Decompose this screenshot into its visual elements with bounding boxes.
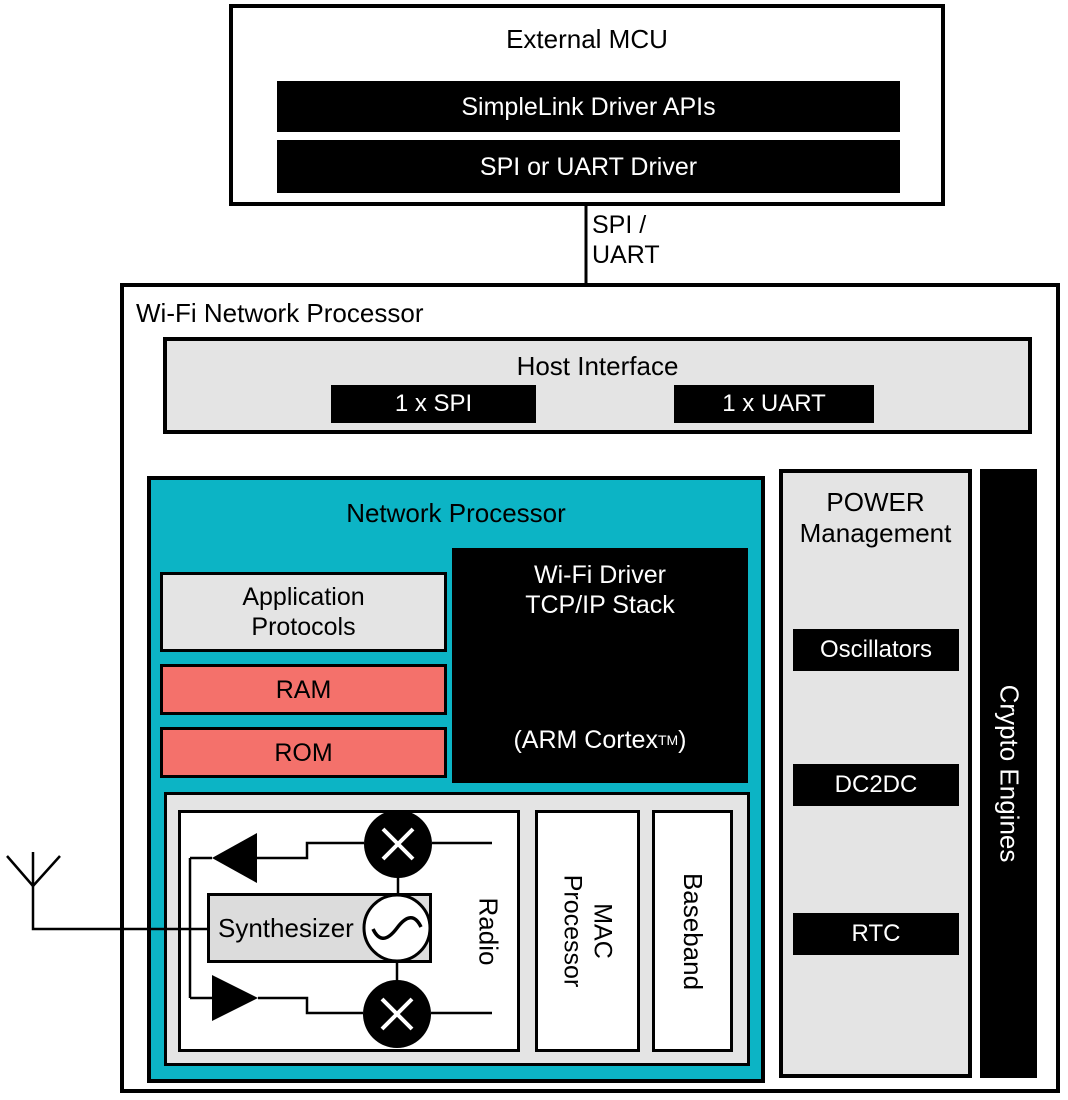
crypto-engines-bar: Crypto Engines bbox=[980, 469, 1037, 1078]
application-protocols-box: Application Protocols bbox=[160, 572, 447, 652]
external-mcu-title: External MCU bbox=[506, 24, 668, 54]
network-processor-title: Network Processor bbox=[346, 498, 566, 528]
wifi-driver-title: Wi-Fi Driver TCP/IP Stack bbox=[452, 560, 748, 620]
host-interface-title: Host Interface bbox=[516, 351, 679, 381]
application-protocols-line2: Protocols bbox=[251, 613, 356, 641]
radio-label-wrap: Radio bbox=[458, 810, 518, 1052]
radio-label: Radio bbox=[473, 897, 504, 965]
rtc-bar: RTC bbox=[793, 913, 959, 955]
arm-cortex-pre: (ARM Cortex bbox=[513, 726, 658, 754]
application-protocols-line1: Application bbox=[242, 583, 365, 611]
host-interface-box: Host Interface bbox=[163, 337, 1032, 434]
connector-label: SPI / UART bbox=[592, 210, 660, 270]
power-management-title: POWER Management bbox=[783, 487, 968, 549]
crypto-engines-label: Crypto Engines bbox=[994, 684, 1025, 863]
simplelink-driver-apis-bar: SimpleLink Driver APIs bbox=[277, 81, 900, 132]
oscillators-bar: Oscillators bbox=[793, 629, 959, 671]
power-title-line2: Management bbox=[799, 518, 952, 548]
spi-port-bar: 1 x SPI bbox=[331, 385, 536, 423]
baseband-label: Baseband bbox=[678, 872, 709, 990]
mac-label-line2: Processor bbox=[558, 874, 587, 988]
connector-label-line2: UART bbox=[592, 241, 660, 269]
mac-processor-box: MAC Processor bbox=[535, 810, 640, 1052]
uart-port-bar: 1 x UART bbox=[674, 385, 874, 423]
connector-label-line1: SPI / bbox=[592, 211, 647, 239]
synthesizer-label: Synthesizer bbox=[218, 913, 354, 943]
wifi-network-processor-title: Wi-Fi Network Processor bbox=[136, 298, 424, 328]
synthesizer-box: Synthesizer bbox=[207, 893, 432, 963]
dc2dc-bar: DC2DC bbox=[793, 764, 959, 806]
ram-box: RAM bbox=[160, 664, 447, 715]
wifi-driver-line2: TCP/IP Stack bbox=[525, 591, 675, 619]
rom-box: ROM bbox=[160, 727, 447, 778]
arm-cortex-post: ) bbox=[678, 726, 687, 754]
power-title-line1: POWER bbox=[826, 487, 925, 517]
baseband-box: Baseband bbox=[652, 810, 733, 1052]
wifi-driver-line1: Wi-Fi Driver bbox=[534, 561, 666, 589]
spi-uart-driver-bar: SPI or UART Driver bbox=[277, 140, 900, 193]
mac-label-line1: MAC bbox=[588, 903, 617, 959]
mac-processor-label: MAC Processor bbox=[558, 875, 618, 988]
